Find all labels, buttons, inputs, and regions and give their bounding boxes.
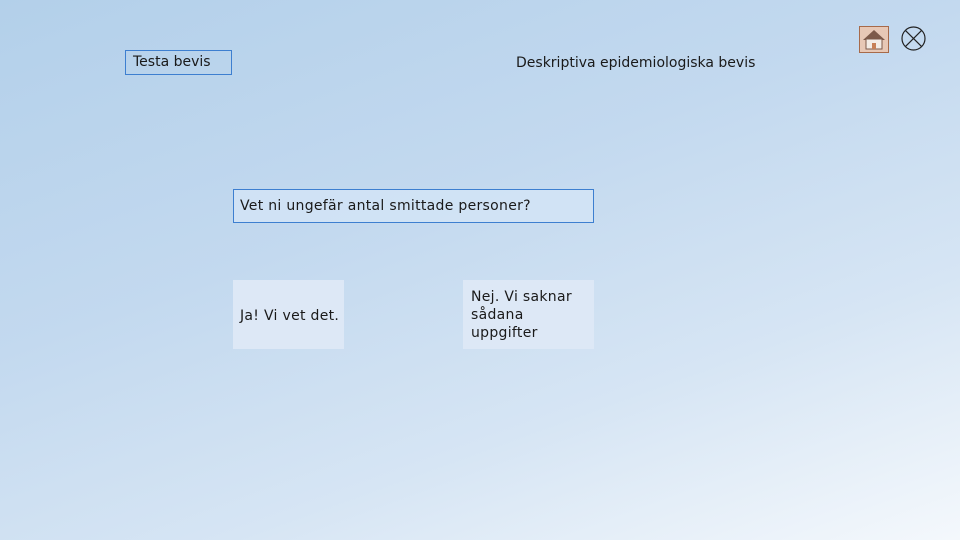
close-circle-icon <box>901 26 926 51</box>
answer-no-label-line1: Nej. Vi saknar <box>471 289 572 305</box>
close-button[interactable] <box>901 26 926 51</box>
answer-no-button[interactable]: Nej. Vi saknar sådana uppgifter <box>463 280 594 349</box>
home-button[interactable] <box>859 26 889 53</box>
answer-yes-button[interactable]: Ja! Vi vet det. <box>233 280 344 349</box>
answer-no-label-line2: sådana uppgifter <box>471 307 538 341</box>
testa-bevis-tab[interactable]: Testa bevis <box>125 50 232 75</box>
home-icon <box>863 30 885 50</box>
answer-yes-label: Ja! Vi vet det. <box>240 308 340 324</box>
question-text: Vet ni ungefär antal smittade personer? <box>233 189 594 223</box>
page-title: Deskriptiva epidemiologiska bevis <box>516 55 756 71</box>
